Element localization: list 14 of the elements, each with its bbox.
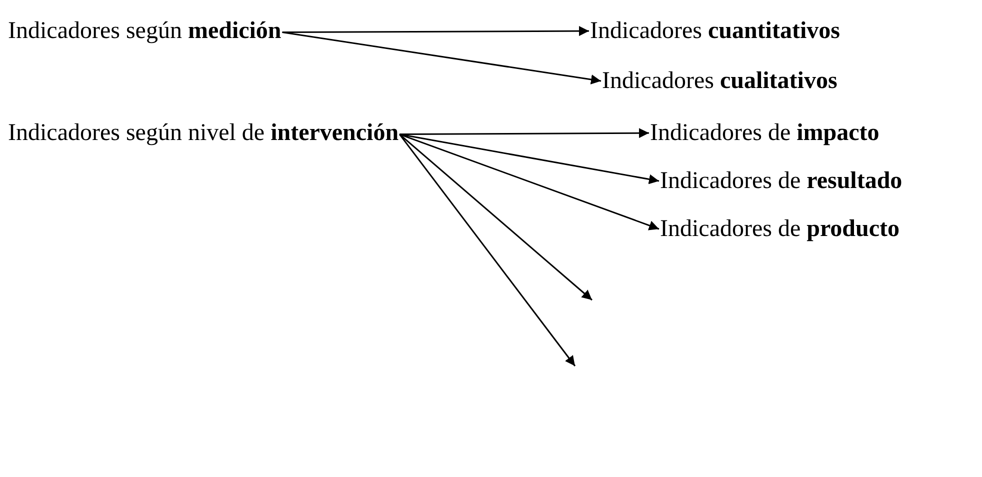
node-label: Indicadores de producto <box>660 216 900 242</box>
arrow <box>399 134 660 230</box>
node-label: Indicadores de resultado <box>660 168 902 194</box>
arrow <box>399 134 592 301</box>
arrow <box>399 134 660 184</box>
arrow <box>282 32 602 84</box>
node-label: Indicadores según medición <box>8 18 282 44</box>
arrow <box>400 128 649 138</box>
node-label: Indicadores cualitativos <box>602 68 838 94</box>
arrow <box>282 26 589 36</box>
node-label: Indicadores de impacto <box>650 120 880 146</box>
node-label: Indicadores según nivel de intervención <box>8 120 399 146</box>
arrow <box>398 134 576 366</box>
node-label: Indicadores cuantitativos <box>590 18 840 44</box>
